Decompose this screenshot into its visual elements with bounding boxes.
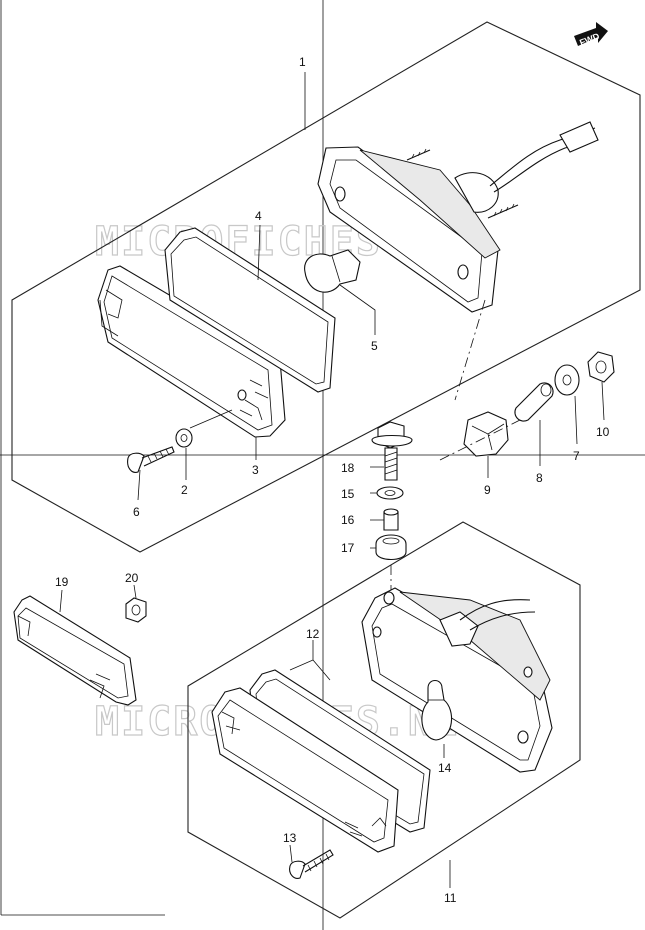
washer-15 <box>376 486 404 500</box>
callout-12: 12 <box>306 627 320 641</box>
callout-15: 15 <box>341 487 355 501</box>
lower-assembly-frame <box>187 521 581 919</box>
callout-8: 8 <box>536 471 543 485</box>
side-lamp-lens <box>211 687 399 853</box>
side-lamp-bulb <box>421 679 453 741</box>
lens-gasket <box>164 227 336 393</box>
nut-20 <box>125 597 147 623</box>
callout-14: 14 <box>438 761 452 775</box>
callout-6: 6 <box>133 505 140 519</box>
callout-3: 3 <box>252 463 259 477</box>
callout-20: 20 <box>125 571 139 585</box>
callout-17: 17 <box>341 541 355 555</box>
forward-arrow-icon: FWD <box>574 22 608 48</box>
grommet-17 <box>375 534 407 561</box>
callout-4: 4 <box>255 209 262 223</box>
callout-7: 7 <box>573 449 580 463</box>
callout-19: 19 <box>55 575 69 589</box>
callout-10: 10 <box>596 425 610 439</box>
washer-7 <box>554 364 580 396</box>
tail-lamp-bulb <box>304 249 361 293</box>
rear-lamp-housing <box>317 121 599 313</box>
callout-11: 11 <box>444 891 457 905</box>
collar <box>514 382 554 422</box>
callout-5: 5 <box>371 339 378 353</box>
callout-2: 2 <box>181 483 188 497</box>
reflector-19 <box>13 595 137 706</box>
screw-13 <box>289 849 334 879</box>
callout-13: 13 <box>283 831 297 845</box>
callout-18: 18 <box>341 461 355 475</box>
screw-6 <box>127 446 175 473</box>
callout-16: 16 <box>341 513 355 527</box>
flange-nut <box>587 351 615 383</box>
washer-2 <box>175 428 193 448</box>
collar-16 <box>383 508 399 531</box>
tail-lamp-lens <box>97 265 286 438</box>
bolt-18 <box>371 421 413 481</box>
upper-assembly-frame <box>11 21 641 553</box>
callout-1: 1 <box>299 55 306 69</box>
callout-9: 9 <box>484 483 491 497</box>
side-lamp-housing <box>361 587 553 773</box>
rubber-mount <box>463 411 509 457</box>
